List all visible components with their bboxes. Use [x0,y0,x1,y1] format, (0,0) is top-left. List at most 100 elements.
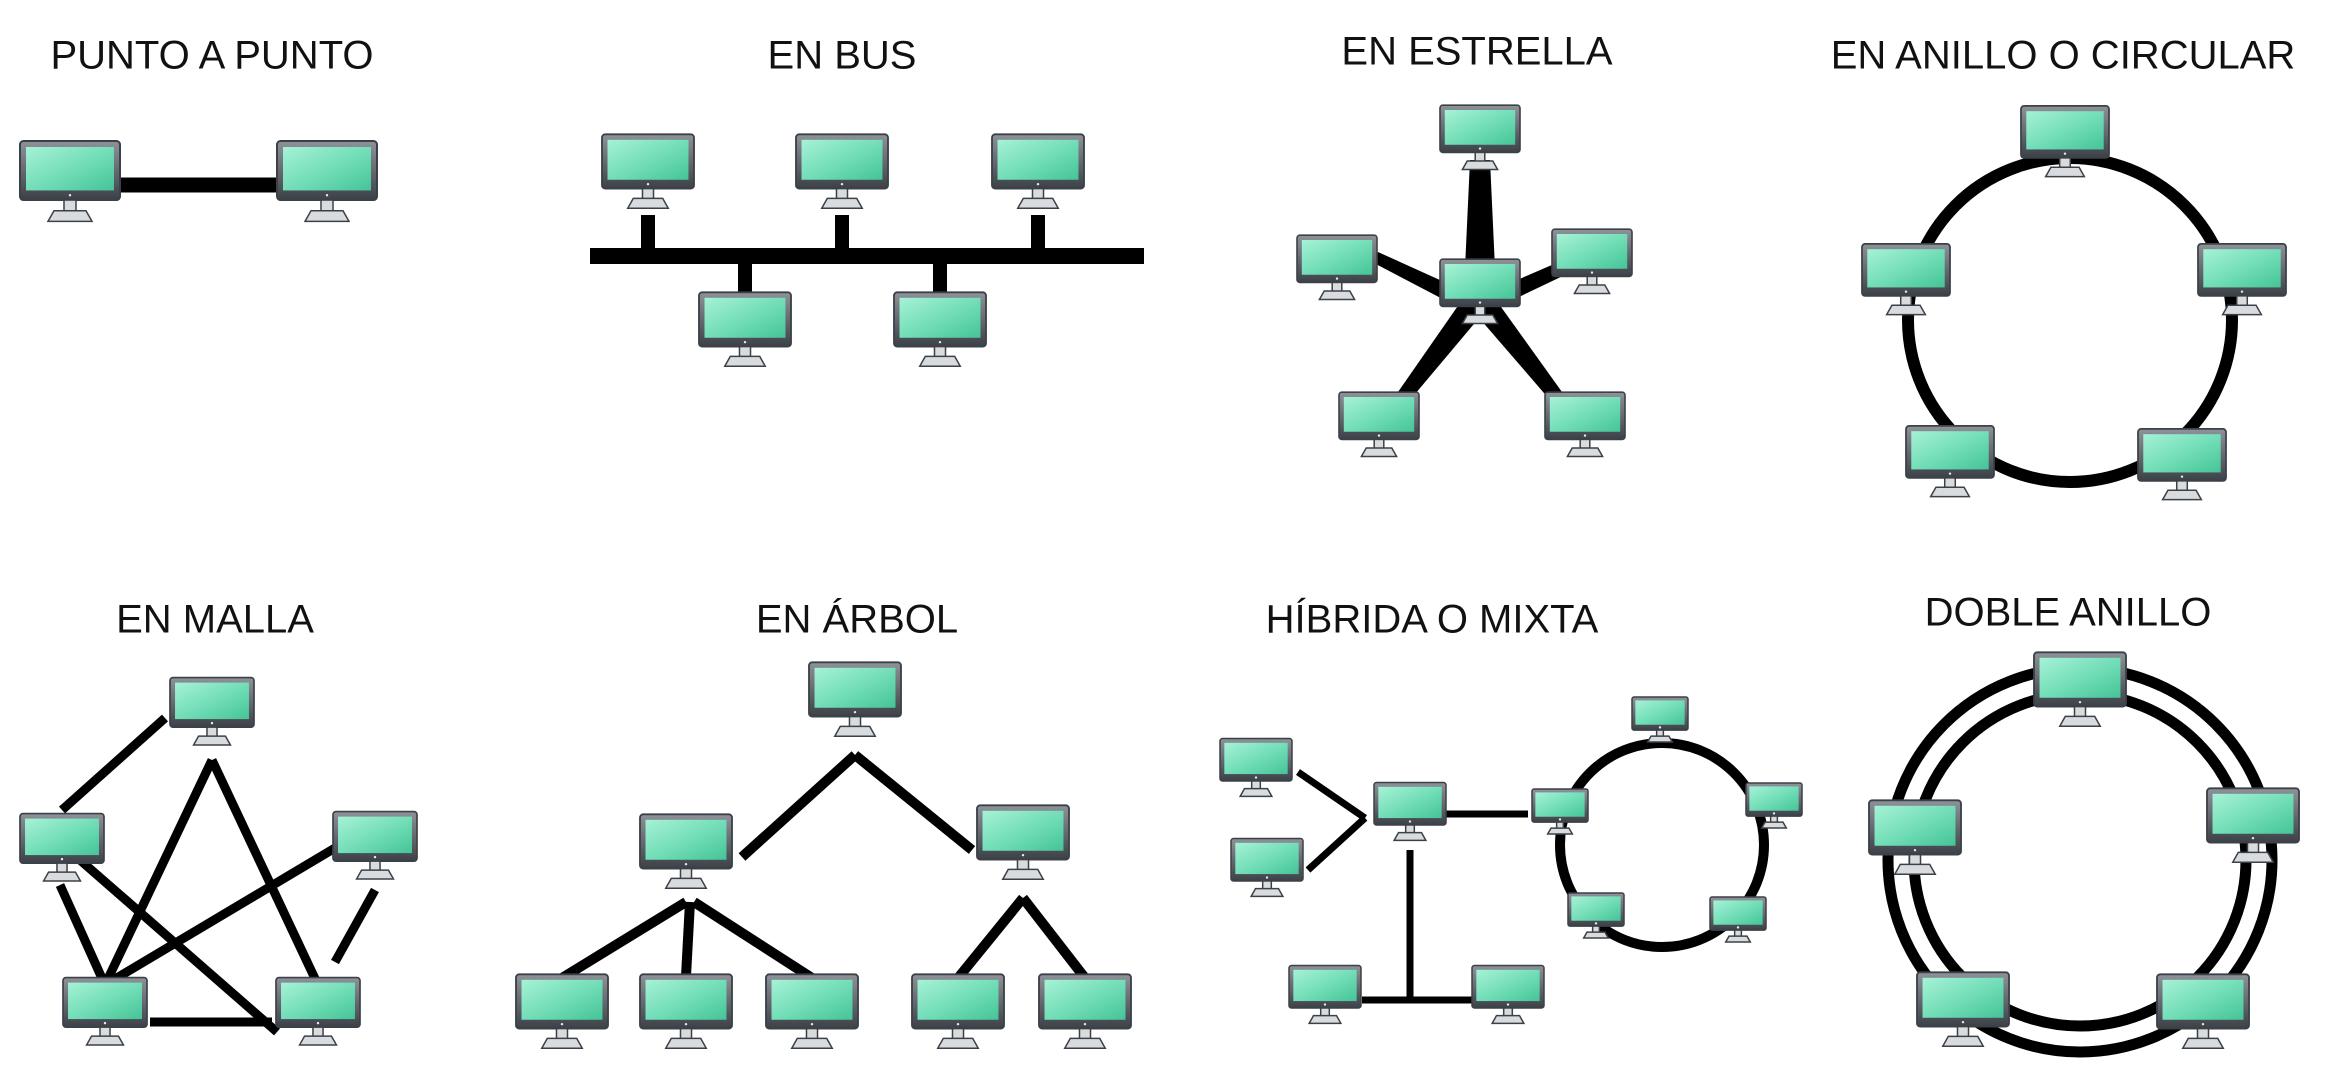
monitor-neck [835,187,849,200]
monitor-base [1307,1014,1343,1025]
links-hibrida [1296,738,1769,1004]
computer-monitor-icon [275,976,361,1046]
computer-monitor-icon [639,973,733,1049]
monitor-screen [2026,111,2104,150]
power-led [1904,290,1908,293]
power-led [840,182,844,186]
power-led [938,340,942,344]
nodes-malla [19,676,418,1046]
computer-monitor-icon [1471,964,1545,1025]
monitor-base [2221,304,2263,316]
power-led [1021,853,1025,857]
monitor-screen [1535,792,1585,817]
monitor-screen [175,682,249,720]
monitor-base [303,209,351,223]
computer-monitor-icon [19,812,105,882]
monitor-base [1885,304,1927,316]
tree-link [681,901,695,977]
computer-monitor-icon [19,140,121,223]
computer-monitor-icon [991,133,1085,209]
monitor-base [1461,160,1499,171]
monitor-base [723,355,767,367]
computer-monitor-icon [1709,896,1767,943]
monitor-screen [801,139,883,180]
monitor-base [790,1037,834,1049]
power-led [1036,182,1040,186]
computer-monitor-icon [332,810,418,880]
power-led [684,862,688,866]
monitor-base [1461,314,1499,325]
monitor-screen [1301,240,1373,275]
title-doble-anillo: DOBLE ANILLO [1925,591,2212,635]
monitor-neck [555,1027,569,1040]
computer-monitor-icon [601,133,695,209]
monitor-neck [99,1026,111,1038]
monitor-screen [1713,900,1763,925]
computer-monitor-icon [1338,391,1420,458]
computer-monitor-icon [795,133,889,209]
computer-monitor-icon [1373,781,1447,842]
monitor-base [1760,821,1788,829]
monitor-base [2058,715,2102,727]
monitor-neck [641,187,655,200]
monitor-neck [679,867,693,880]
hybrid-link [1305,815,1368,873]
monitor-screen [1571,896,1621,921]
monitor-base [1360,447,1398,458]
monitor-neck [848,715,862,728]
computer-monitor-icon [1296,234,1378,301]
computer-monitor-icon [1551,228,1633,295]
links-bus [590,215,1144,292]
monitor-base [833,725,877,737]
monitor-base [192,735,232,746]
computer-monitor-icon [893,291,987,367]
monitor-base [1893,863,1937,875]
monitor-base [1646,735,1674,743]
title-en-estrella: EN ESTRELLA [1341,30,1613,74]
computer-monitor-icon [639,813,733,889]
power-led [1323,1003,1327,1006]
monitor-screen [997,139,1079,180]
computer-monitor-icon [1219,737,1293,798]
power-led [1558,818,1562,821]
monitor-neck [1943,477,1957,489]
monitor-neck [56,862,68,874]
monitor-screen [2162,979,2244,1020]
computer-monitor-icon [808,661,902,737]
hybrid-link [1296,769,1367,821]
monitor-screen [1556,234,1628,269]
power-led [1594,922,1598,925]
nodes-anillo [1861,105,2287,501]
power-led [1408,820,1412,823]
computer-monitor-icon [2197,243,2287,316]
computer-monitor-icon [1567,892,1625,939]
monitor-screen [1293,969,1357,1002]
tree-link [954,894,1027,982]
title-en-malla: EN MALLA [116,598,314,642]
monitor-base [298,1035,338,1046]
nodes-layer [19,104,2300,1049]
monitor-screen [704,297,786,338]
monitor-screen [1874,805,1956,846]
monitor-screen [2039,657,2121,698]
monitor-neck [1899,295,1913,307]
mesh-link [207,758,323,987]
computer-monitor-icon [1038,973,1132,1049]
monitor-screen [25,818,99,856]
power-led [560,1022,564,1026]
computer-monitor-icon [1861,243,1951,316]
power-led [2063,152,2067,155]
computer-monitor-icon [62,976,148,1046]
power-led [1478,147,1482,150]
title-en-bus: EN BUS [768,34,917,78]
monitor-screen [68,982,142,1020]
computer-monitor-icon [276,140,378,223]
monitor-base [2231,851,2275,863]
title-punto-a-punto: PUNTO A PUNTO [50,34,373,78]
mesh-link [100,758,217,987]
nodes-doble-anillo [1868,651,2300,1049]
computer-monitor-icon [169,676,255,746]
computer-monitor-icon [1631,696,1689,743]
power-led [1736,926,1740,929]
monitor-base [1941,1035,1985,1047]
